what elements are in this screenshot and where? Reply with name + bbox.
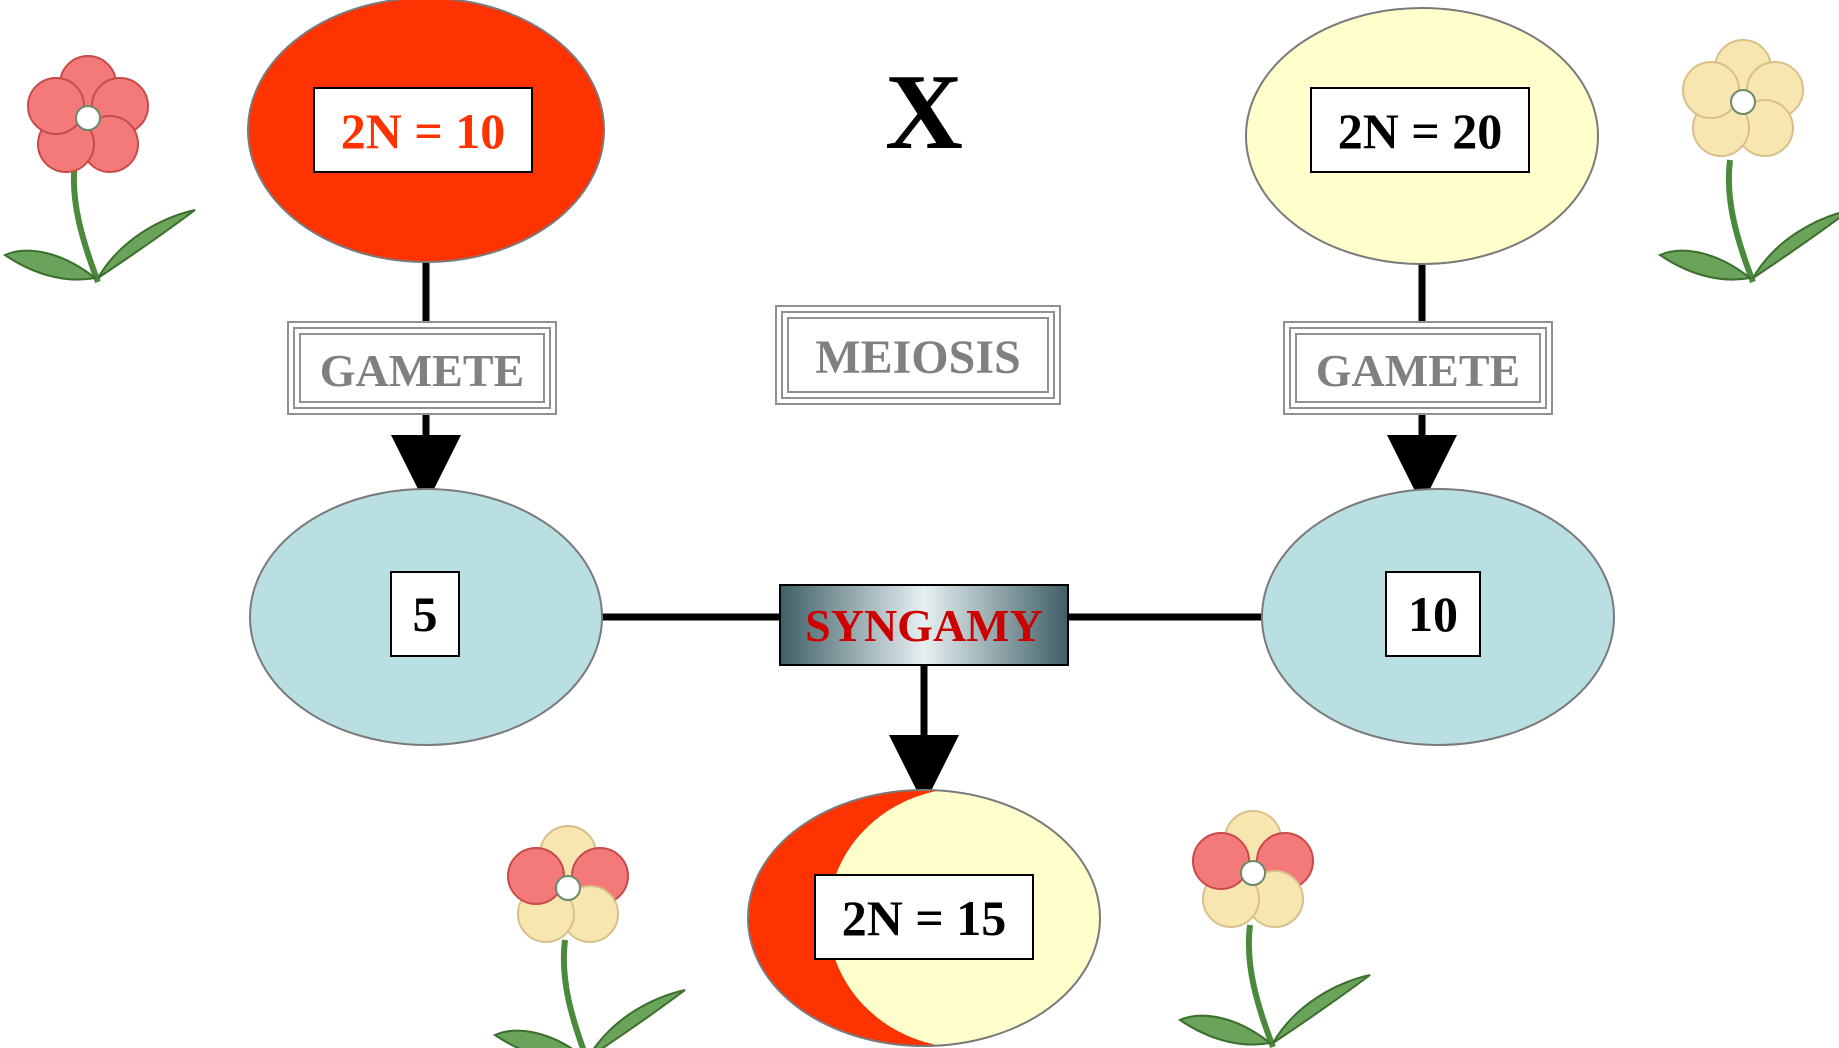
offspring-label-box <box>814 874 1034 960</box>
flower-hybrid-icon-right <box>1180 810 1370 1047</box>
parent-right-label: 2N = 20 <box>1338 103 1503 159</box>
gamete-cell-left-label-box <box>390 571 460 657</box>
gamete-cell-right-label-box <box>1385 571 1481 657</box>
parent-right-label-box <box>1310 87 1530 173</box>
syngamy-text: SYNGAMY <box>805 600 1043 651</box>
gamete-right-text: GAMETE <box>1316 345 1520 396</box>
flower-red-icon <box>5 55 195 282</box>
meiosis-box: MEIOSIS <box>775 305 1061 405</box>
flower-hybrid-icon-left <box>495 825 685 1048</box>
cross-symbol: X <box>885 53 963 172</box>
offspring-label: 2N = 15 <box>842 890 1007 946</box>
parent-left-label: 2N = 10 <box>341 103 506 159</box>
gamete-cell-left: 5 <box>249 488 603 746</box>
gamete-box-left: GAMETE <box>287 321 557 415</box>
meiosis-text: MEIOSIS <box>815 331 1020 384</box>
connector-lines <box>391 262 1457 805</box>
gamete-cell-right: 10 <box>1261 488 1615 746</box>
gamete-left-text: GAMETE <box>320 345 524 396</box>
parent-left-label-box <box>313 87 533 173</box>
offspring: 2N = 15 <box>747 789 1101 1047</box>
syngamy-box: SYNGAMY <box>779 584 1069 666</box>
gamete-box-right: GAMETE <box>1283 321 1553 415</box>
parent-left: 2N = 10 <box>247 0 605 263</box>
flower-cream-icon <box>1660 39 1839 282</box>
gamete-cell-right-label: 10 <box>1408 586 1458 642</box>
parent-right: 2N = 20 <box>1245 7 1599 265</box>
gamete-cell-left-label: 5 <box>413 586 438 642</box>
offspring-ellipse <box>747 789 1101 1047</box>
